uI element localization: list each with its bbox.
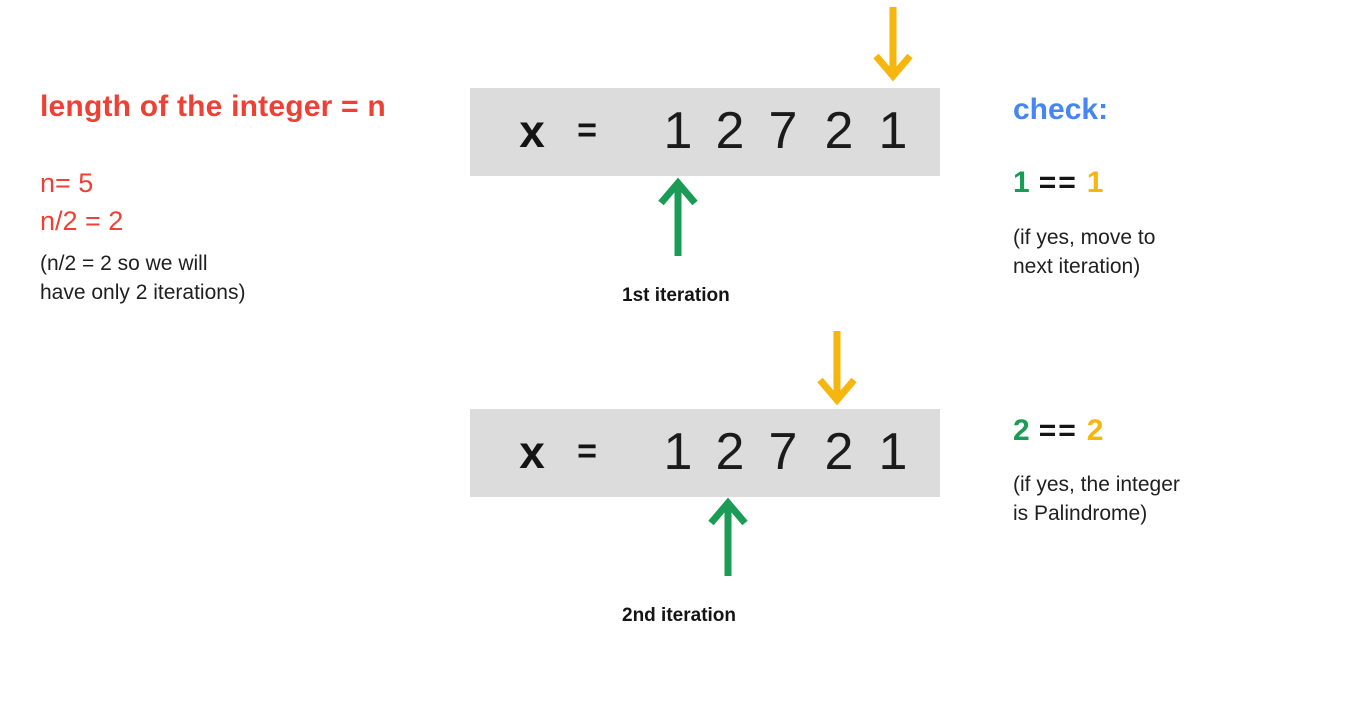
digit-cell: 2	[824, 101, 854, 160]
check-equation-2: 2==2	[1013, 414, 1103, 448]
yellow-arrow-down-icon	[817, 331, 857, 406]
check-note-2: (if yes, the integer is Palindrome)	[1013, 470, 1180, 528]
digit-cell: 2	[715, 101, 745, 160]
left-digit-green: 2	[1013, 414, 1030, 447]
n-value-line: n= 5	[40, 168, 94, 198]
digit-cell: 7	[768, 422, 798, 481]
length-heading: length of the integer = n	[40, 90, 386, 123]
digit-cell: 1	[663, 101, 693, 160]
digit-cell: 1	[663, 422, 693, 481]
right-digit-yellow: 2	[1086, 414, 1104, 447]
check-note-1-line1: (if yes, move to	[1013, 226, 1156, 249]
variable-label: x	[519, 104, 545, 157]
yellow-arrow-down-icon	[873, 7, 913, 82]
right-digit-yellow: 1	[1086, 166, 1104, 199]
green-arrow-up-icon	[658, 177, 698, 256]
iterations-note: (n/2 = 2 so we will have only 2 iteratio…	[40, 249, 245, 307]
digit-cell: 7	[768, 101, 798, 160]
equals-sign: =	[577, 432, 597, 471]
iterations-note-line2: have only 2 iterations)	[40, 281, 246, 304]
number-box-iteration-2: x = 1 2 7 2 1	[470, 409, 940, 497]
iteration-2-label: 2nd iteration	[622, 605, 737, 626]
green-arrow-up-icon	[708, 497, 748, 576]
digit-cell: 2	[824, 422, 854, 481]
digit-cell: 2	[715, 422, 745, 481]
variable-label: x	[519, 425, 545, 478]
check-equation-1: 1==1	[1013, 166, 1103, 200]
check-note-2-line1: (if yes, the integer	[1013, 473, 1180, 496]
check-heading: check:	[1013, 93, 1109, 126]
check-note-2-line2: is Palindrome)	[1013, 502, 1148, 525]
check-note-1: (if yes, move to next iteration)	[1013, 223, 1155, 281]
check-note-1-line2: next iteration)	[1013, 255, 1141, 278]
iterations-note-line1: (n/2 = 2 so we will	[40, 252, 208, 275]
left-digit-green: 1	[1013, 166, 1030, 199]
digit-cell: 1	[878, 422, 908, 481]
equality-operator: ==	[1038, 166, 1078, 199]
equality-operator: ==	[1038, 414, 1078, 447]
digit-cell: 1	[878, 101, 908, 160]
equals-sign: =	[577, 111, 597, 150]
number-box-iteration-1: x = 1 2 7 2 1	[470, 88, 940, 176]
iteration-1-label: 1st iteration	[622, 285, 730, 306]
n-half-line: n/2 = 2	[40, 206, 124, 236]
